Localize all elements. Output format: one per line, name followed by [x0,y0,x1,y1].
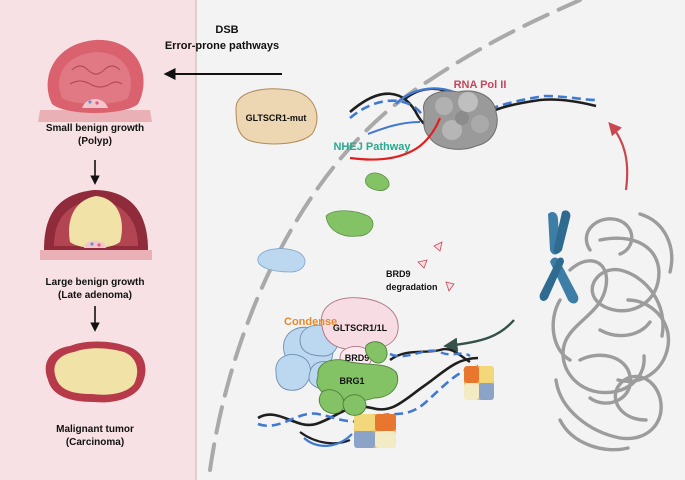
stage2-title: Large benign growth [46,277,145,288]
red-upward-arrow [608,122,629,191]
brd9-label: BRD9 [345,353,370,363]
stage1-title: Small benign growth [46,123,144,134]
mid-dna-helix-blue [389,349,471,358]
gltscr1-mut-label: GLTSCR1-mut [246,113,307,123]
gltscr1-label: GLTSCR1/1L [333,323,388,333]
nhej-pathway-label: NHEJ Pathway [333,141,411,153]
nuclear-membrane [208,0,582,472]
adenoma-illustration [40,190,152,260]
chromatin-to-complex-arrow [443,319,515,352]
brd9-fragment-3 [445,281,455,292]
rna-pol-ii-label: RNA Pol II [454,79,507,91]
brg1-label: BRG1 [339,376,364,386]
carcinoma-illustration [45,341,146,403]
nhej-red-strand [349,117,442,161]
stage2-subtitle: (Late adenoma) [58,290,132,301]
brd9-degradation-label-2: degradation [386,282,438,292]
stage3-title: Malignant tumor [56,424,134,435]
gltscr1-mut-protein [235,88,318,145]
brg1-protein [316,341,399,416]
green-blob-large [325,210,374,237]
stage1-subtitle: (Polyp) [78,136,112,147]
error-prone-label: Error-prone pathways [165,40,279,52]
gltscr1-protein [321,297,399,351]
condense-label: Condense [284,316,337,328]
nucleosome-bottom [354,414,396,448]
chromosome [539,210,579,304]
brd9-fragment-1 [433,241,443,252]
nhej-blue-strand [367,121,421,135]
polyp-illustration [38,39,152,122]
nucleosome-right [464,366,494,400]
stage3-subtitle: (Carcinoma) [66,437,124,448]
rna-pol-ii [423,90,498,150]
blue-blob [257,248,306,273]
mid-dna-helix-black [389,347,471,364]
chromatin-tangle [551,212,674,452]
green-blob-small [365,172,390,191]
dsb-label: DSB [215,24,238,36]
brd9-degradation-label-1: BRD9 [386,269,411,279]
brd9-fragment-2 [417,259,428,269]
